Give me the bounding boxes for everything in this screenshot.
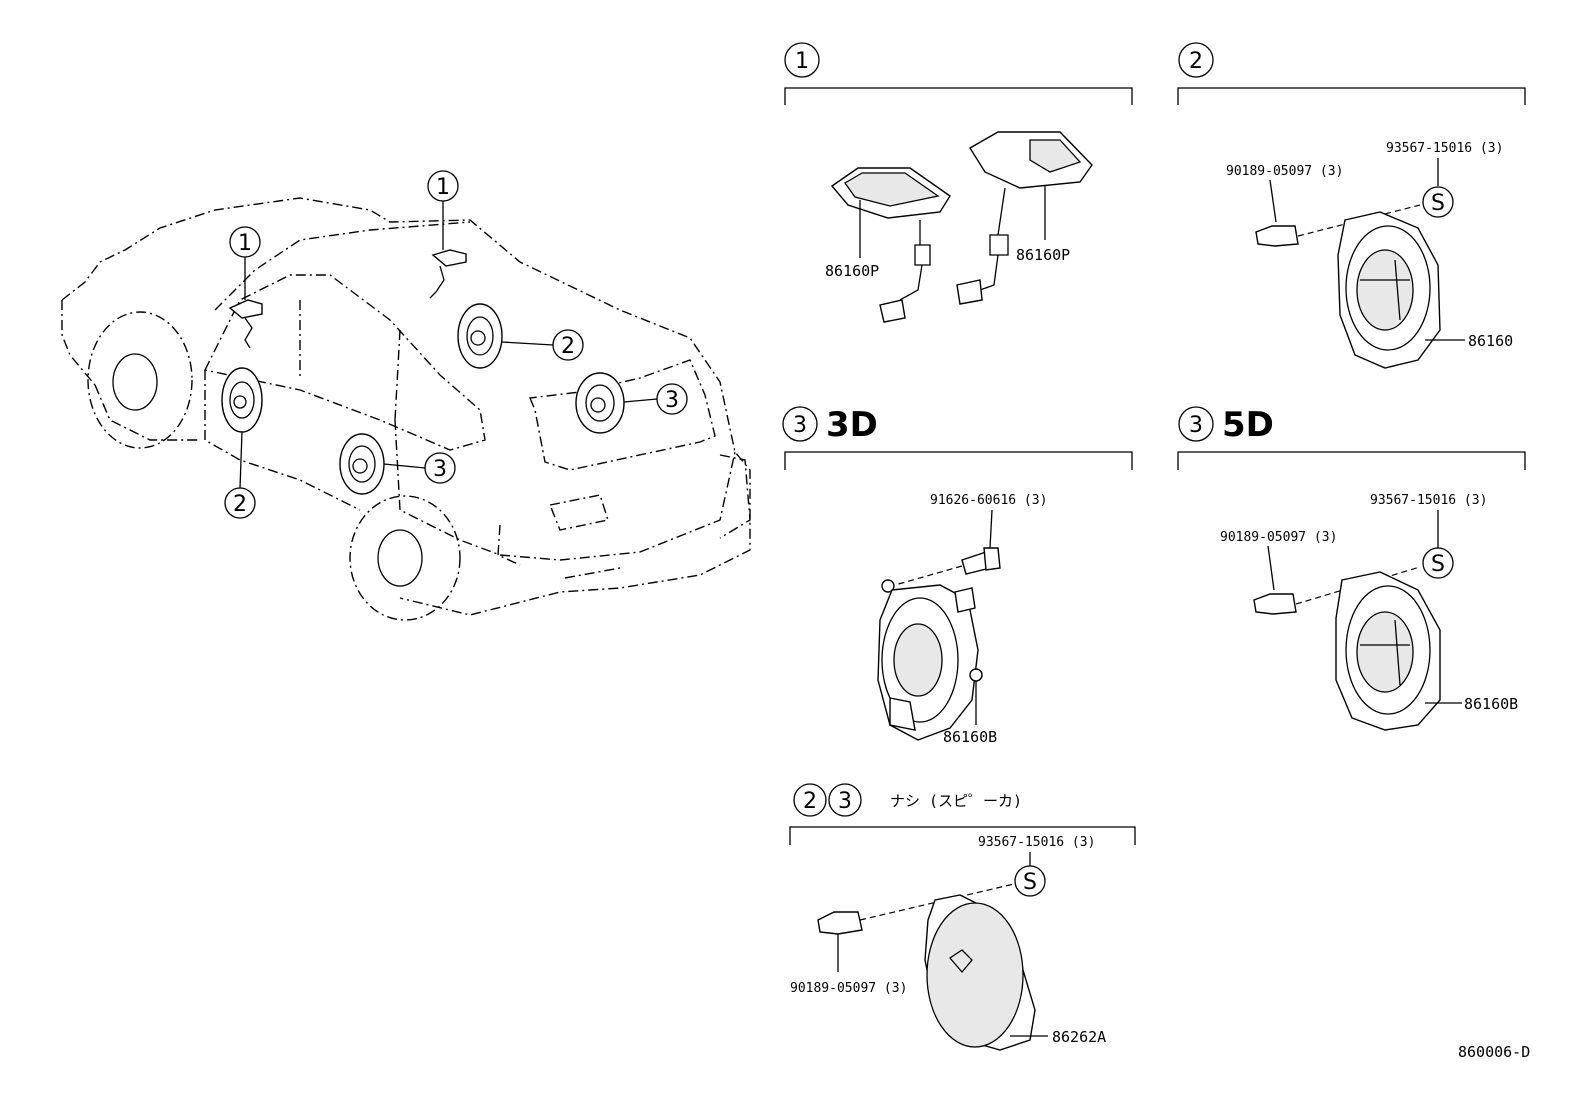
section-3-5d-screw-label: 93567-15016 (3) [1370, 493, 1487, 508]
section-3-3d-speaker-label: 86160B [943, 728, 997, 746]
car-callout-1a: 1 [436, 175, 450, 200]
section-3-5d-speaker-label: 86160B [1464, 695, 1518, 713]
part-86160p-left: 86160P [825, 262, 879, 280]
section-3-3d-title: 3D [826, 405, 878, 445]
car-callout-3a: 3 [665, 388, 679, 413]
car-callout-2b: 2 [233, 492, 247, 517]
section-1-number: 1 [795, 49, 809, 74]
section-2-speaker-label: 86160 [1468, 332, 1513, 350]
diagram-code: 860006-D [1458, 1043, 1530, 1061]
section-3-3d: 3 3D 91626-60616 (3) 86160B [782, 405, 1133, 746]
section-23-number-a: 2 [803, 789, 817, 814]
section-23-number-b: 3 [838, 789, 852, 814]
section-23-screw-label: 93567-15016 (3) [978, 835, 1095, 850]
car-callout-3b: 3 [433, 457, 447, 482]
section-3-5d-number: 3 [1189, 413, 1203, 438]
section-3-3d-number: 3 [793, 413, 807, 438]
section-3-5d-screw-symbol: S [1431, 552, 1445, 577]
section-2-screw-symbol: S [1431, 191, 1445, 216]
section-23-screw-symbol: S [1023, 870, 1037, 895]
section-2-3-no-speaker: 2 3 ナシ (スピ゜ーカ) 93567-15016 (3) S 90189-0… [789, 783, 1136, 1051]
car-callout-1b: 1 [238, 231, 252, 256]
section-3-5d-clip-label: 90189-05097 (3) [1220, 530, 1337, 545]
section-2: 2 93567-15016 (3) 90189-05097 (3) S 8616… [1177, 42, 1526, 369]
section-3-3d-bolt-label: 91626-60616 (3) [930, 493, 1047, 508]
section-2-number: 2 [1189, 49, 1203, 74]
section-23-cover-label: 86262A [1052, 1028, 1106, 1046]
part-86160p-right: 86160P [1016, 246, 1070, 264]
vehicle-overview: 1 1 2 2 3 3 [61, 170, 751, 621]
car-callout-2a: 2 [561, 334, 575, 359]
section-3-5d: 3 5D 93567-15016 (3) 90189-05097 (3) S 8… [1177, 405, 1526, 731]
section-3-5d-title: 5D [1222, 405, 1274, 445]
section-2-clip-label: 90189-05097 (3) [1226, 164, 1343, 179]
section-1: 1 86160P 86160P [784, 42, 1133, 323]
section-23-note: ナシ (スピ゜ーカ) [890, 792, 1022, 810]
section-23-clip-label: 90189-05097 (3) [790, 981, 907, 996]
section-2-screw-label: 93567-15016 (3) [1386, 141, 1503, 156]
